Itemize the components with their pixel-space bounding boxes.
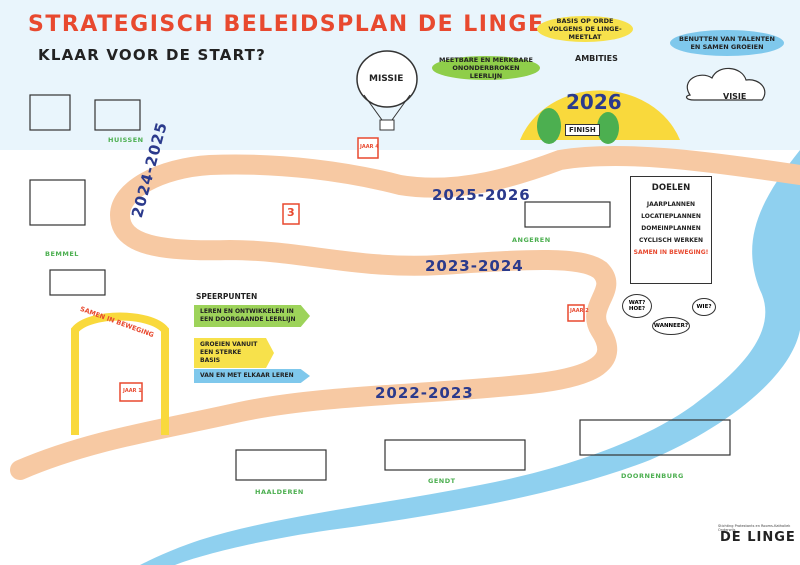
- page-title: STRATEGISCH BELEIDSPLAN DE LINGE: [28, 12, 545, 37]
- flag-jaar1: JAAR 1: [123, 388, 142, 394]
- goal-year: 2026: [566, 90, 622, 114]
- year-2022-2023: 2022-2023: [375, 384, 474, 402]
- speerpunten-title: SPEERPUNTEN: [196, 292, 258, 301]
- road: [10, 146, 800, 480]
- speerpunt-arrow: LEREN EN ONTWIKKELEN IN EEN DOORGAANDE L…: [194, 305, 310, 327]
- doelen-title: DOELEN: [651, 183, 691, 193]
- logo-subtitle: Stichting Protestants en Rooms-Katholiek…: [718, 524, 791, 532]
- river: [140, 150, 800, 565]
- de-linge-logo: DE LINGE: [720, 530, 796, 545]
- place-angeren: ANGEREN: [512, 236, 551, 244]
- year-2023-2024: 2023-2024: [425, 257, 524, 275]
- doel-item: JAARPLANNEN: [646, 201, 696, 208]
- doelen-board: DOELEN JAARPLANNEN LOCATIEPLANNEN DOMEIN…: [630, 176, 712, 284]
- flag-jaar2: JAAR 2: [570, 308, 589, 314]
- doel-item: LOCATIEPLANNEN: [641, 213, 701, 220]
- year-2025-2026: 2025-2026: [432, 186, 531, 204]
- speerpunt-arrow: GROEIEN VANUIT EEN STERKE BASIS: [194, 338, 274, 368]
- ambitie-meetbare: MEETBARE EN MERKBARE ONONDERBROKEN LEERL…: [432, 56, 540, 80]
- visie-label: VISIE: [723, 92, 747, 101]
- finish-banner: FINISH: [565, 124, 600, 136]
- doel-highlight: SAMEN IN BEWEGING!: [633, 249, 709, 256]
- speech-bubble: WIE?: [692, 298, 716, 316]
- place-bemmel: BEMMEL: [45, 250, 79, 258]
- speech-bubble: WAT? HOE?: [622, 294, 652, 318]
- speech-bubble: WANNEER?: [652, 317, 690, 335]
- place-doornenburg: DOORNENBURG: [621, 472, 684, 480]
- place-huissen: HUISSEN: [108, 136, 144, 144]
- missie-label: MISSIE: [369, 74, 404, 84]
- ambitie-basis: BASIS OP ORDE VOLGENS DE LINGE-MEETLAT: [537, 16, 633, 42]
- start-gate: [71, 312, 169, 435]
- balloon: [356, 50, 418, 108]
- speerpunt-arrow: VAN EN MET ELKAAR LEREN: [194, 369, 310, 383]
- cloud: [685, 67, 766, 101]
- ambities-label: AMBITIES: [575, 54, 618, 63]
- ambitie-talenten: BENUTTEN VAN TALENTEN EN SAMEN GROEIEN: [670, 30, 784, 56]
- flag-jaar4: JAAR 4: [360, 144, 379, 150]
- tree: [597, 112, 619, 144]
- balloon-basket: [379, 119, 395, 131]
- flag-jaar3: 3: [287, 206, 295, 219]
- place-gendt: GENDT: [428, 477, 456, 485]
- place-haalderen: HAALDEREN: [255, 488, 304, 496]
- tree: [537, 108, 561, 144]
- doel-item: DOMEINPLANNEN: [641, 225, 701, 232]
- page-subtitle: KLAAR VOOR DE START?: [38, 46, 267, 64]
- doel-item: CYCLISCH WERKEN: [639, 237, 703, 244]
- buildings: [29, 94, 731, 481]
